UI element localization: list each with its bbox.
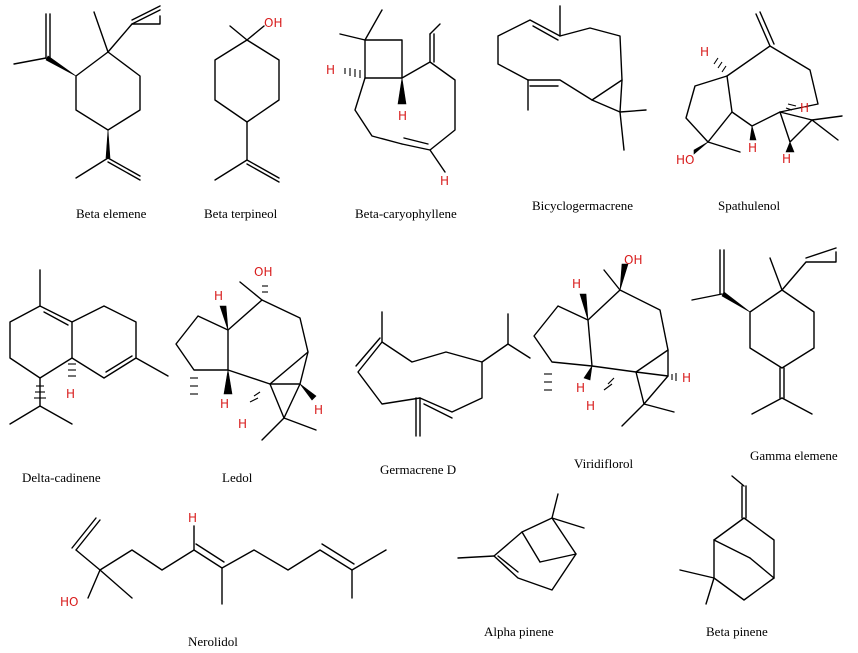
viridiflorol-h-label: H <box>682 371 691 385</box>
compound-name-spathulenol: Spathulenol <box>718 198 780 213</box>
spathulenol-h-label: H <box>748 141 757 155</box>
ledol-h-label: H <box>314 403 323 417</box>
gamma-elemene-structure <box>691 247 837 415</box>
compound-name-bicyclogermacrene: Bicyclogermacrene <box>532 198 633 213</box>
compound-name-nerolidol: Nerolidol <box>188 634 238 649</box>
nerolidol-structure <box>71 517 387 605</box>
delta-cadinene-h-label: H <box>66 387 75 401</box>
nerolidol-ho-label: HO <box>60 595 78 609</box>
spathulenol-h-label: H <box>700 45 709 59</box>
compound-name-beta-terpineol: Beta terpineol <box>204 206 278 221</box>
beta-elemene-structure <box>13 5 161 181</box>
compound-name-germacrene-d: Germacrene D <box>380 462 456 477</box>
germacrene-d-structure <box>355 311 531 437</box>
compound-name-gamma-elemene: Gamma elemene <box>750 448 838 463</box>
compound-name-ledol: Ledol <box>222 470 253 485</box>
spathulenol-ho-label: HO <box>676 153 694 167</box>
viridiflorol-h-label: H <box>572 277 581 291</box>
viridiflorol-structure <box>533 263 677 427</box>
ledol-h-label: H <box>220 397 229 411</box>
nerolidol-h-label: H <box>188 511 197 525</box>
beta-caryophyllene-h-label: H <box>398 109 407 123</box>
viridiflorol-h-label: H <box>576 381 585 395</box>
compound-name-alpha-pinene: Alpha pinene <box>484 624 554 639</box>
ledol-h-label: H <box>238 417 247 431</box>
ledol-oh-label: OH <box>254 265 272 279</box>
compound-name-delta-cadinene: Delta-cadinene <box>22 470 101 485</box>
alpha-pinene-structure <box>457 493 585 591</box>
beta-caryophyllene-structure <box>339 9 456 173</box>
viridiflorol-h-label: H <box>586 399 595 413</box>
ledol-h-label: H <box>214 289 223 303</box>
compound-name-beta-pinene: Beta pinene <box>706 624 768 639</box>
beta-terpineol-oh-label: OH <box>264 16 282 30</box>
spathulenol-structure <box>685 11 843 155</box>
spathulenol-h-label: H <box>800 101 809 115</box>
viridiflorol-oh-label: OH <box>624 253 642 267</box>
beta-caryophyllene-h-label: H <box>326 63 335 77</box>
beta-pinene-structure <box>679 475 775 605</box>
beta-terpineol-structure <box>214 25 280 183</box>
spathulenol-h-label: H <box>782 152 791 166</box>
compound-name-beta-elemene: Beta elemene <box>76 206 147 221</box>
ledol-structure <box>175 281 317 441</box>
delta-cadinene-structure <box>9 269 169 425</box>
compound-name-viridiflorol: Viridiflorol <box>574 456 634 471</box>
beta-caryophyllene-h-label: H <box>440 174 449 188</box>
bicyclogermacrene-structure <box>497 5 647 151</box>
compound-name-beta-caryophyllene: Beta-caryophyllene <box>355 206 457 221</box>
